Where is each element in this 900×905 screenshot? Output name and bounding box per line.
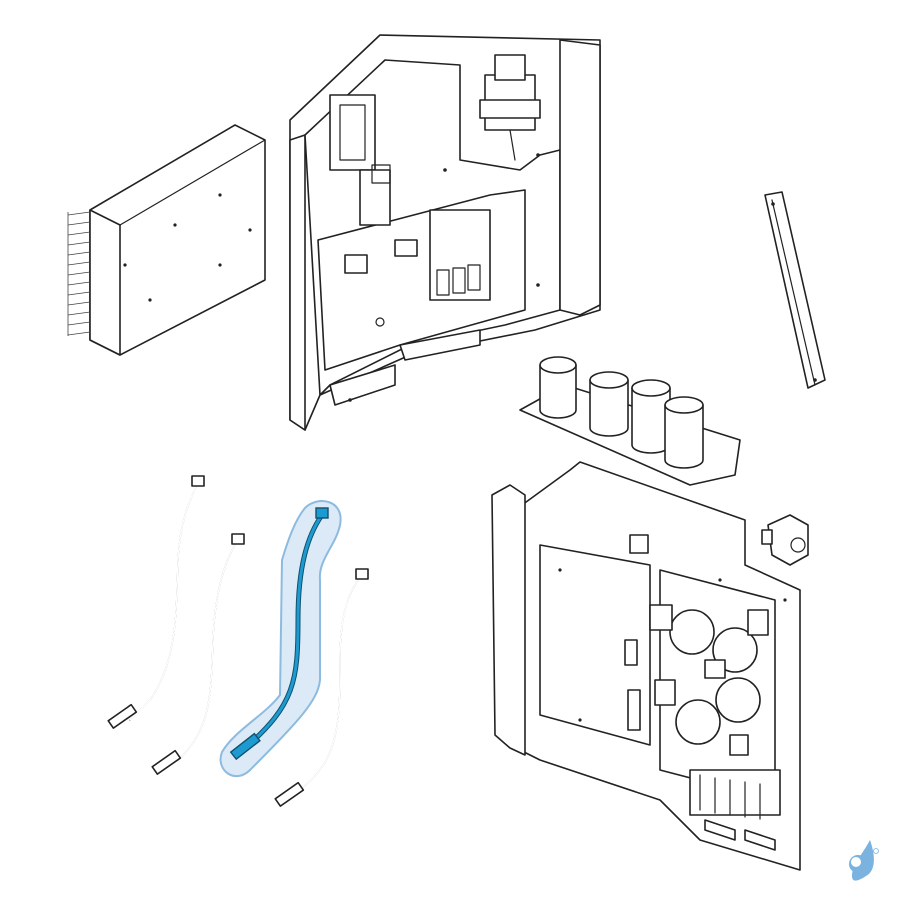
control-box-frame-part[interactable] xyxy=(289,34,601,431)
main-pcb-plate-part[interactable] xyxy=(491,461,801,871)
terminal-connector-part[interactable] xyxy=(761,514,809,566)
capacitor-board-part[interactable] xyxy=(519,356,741,486)
temperature-sensor-1[interactable] xyxy=(107,475,205,729)
temperature-sensor-2[interactable] xyxy=(151,533,245,775)
temperature-sensor-4[interactable] xyxy=(274,568,369,807)
temperature-sensor-3-highlighted[interactable] xyxy=(219,500,342,777)
water-drop-logo-icon xyxy=(849,840,879,881)
mounting-bracket-part[interactable] xyxy=(764,191,826,389)
heatsink-part[interactable] xyxy=(67,124,266,356)
highlight-region xyxy=(219,500,342,777)
